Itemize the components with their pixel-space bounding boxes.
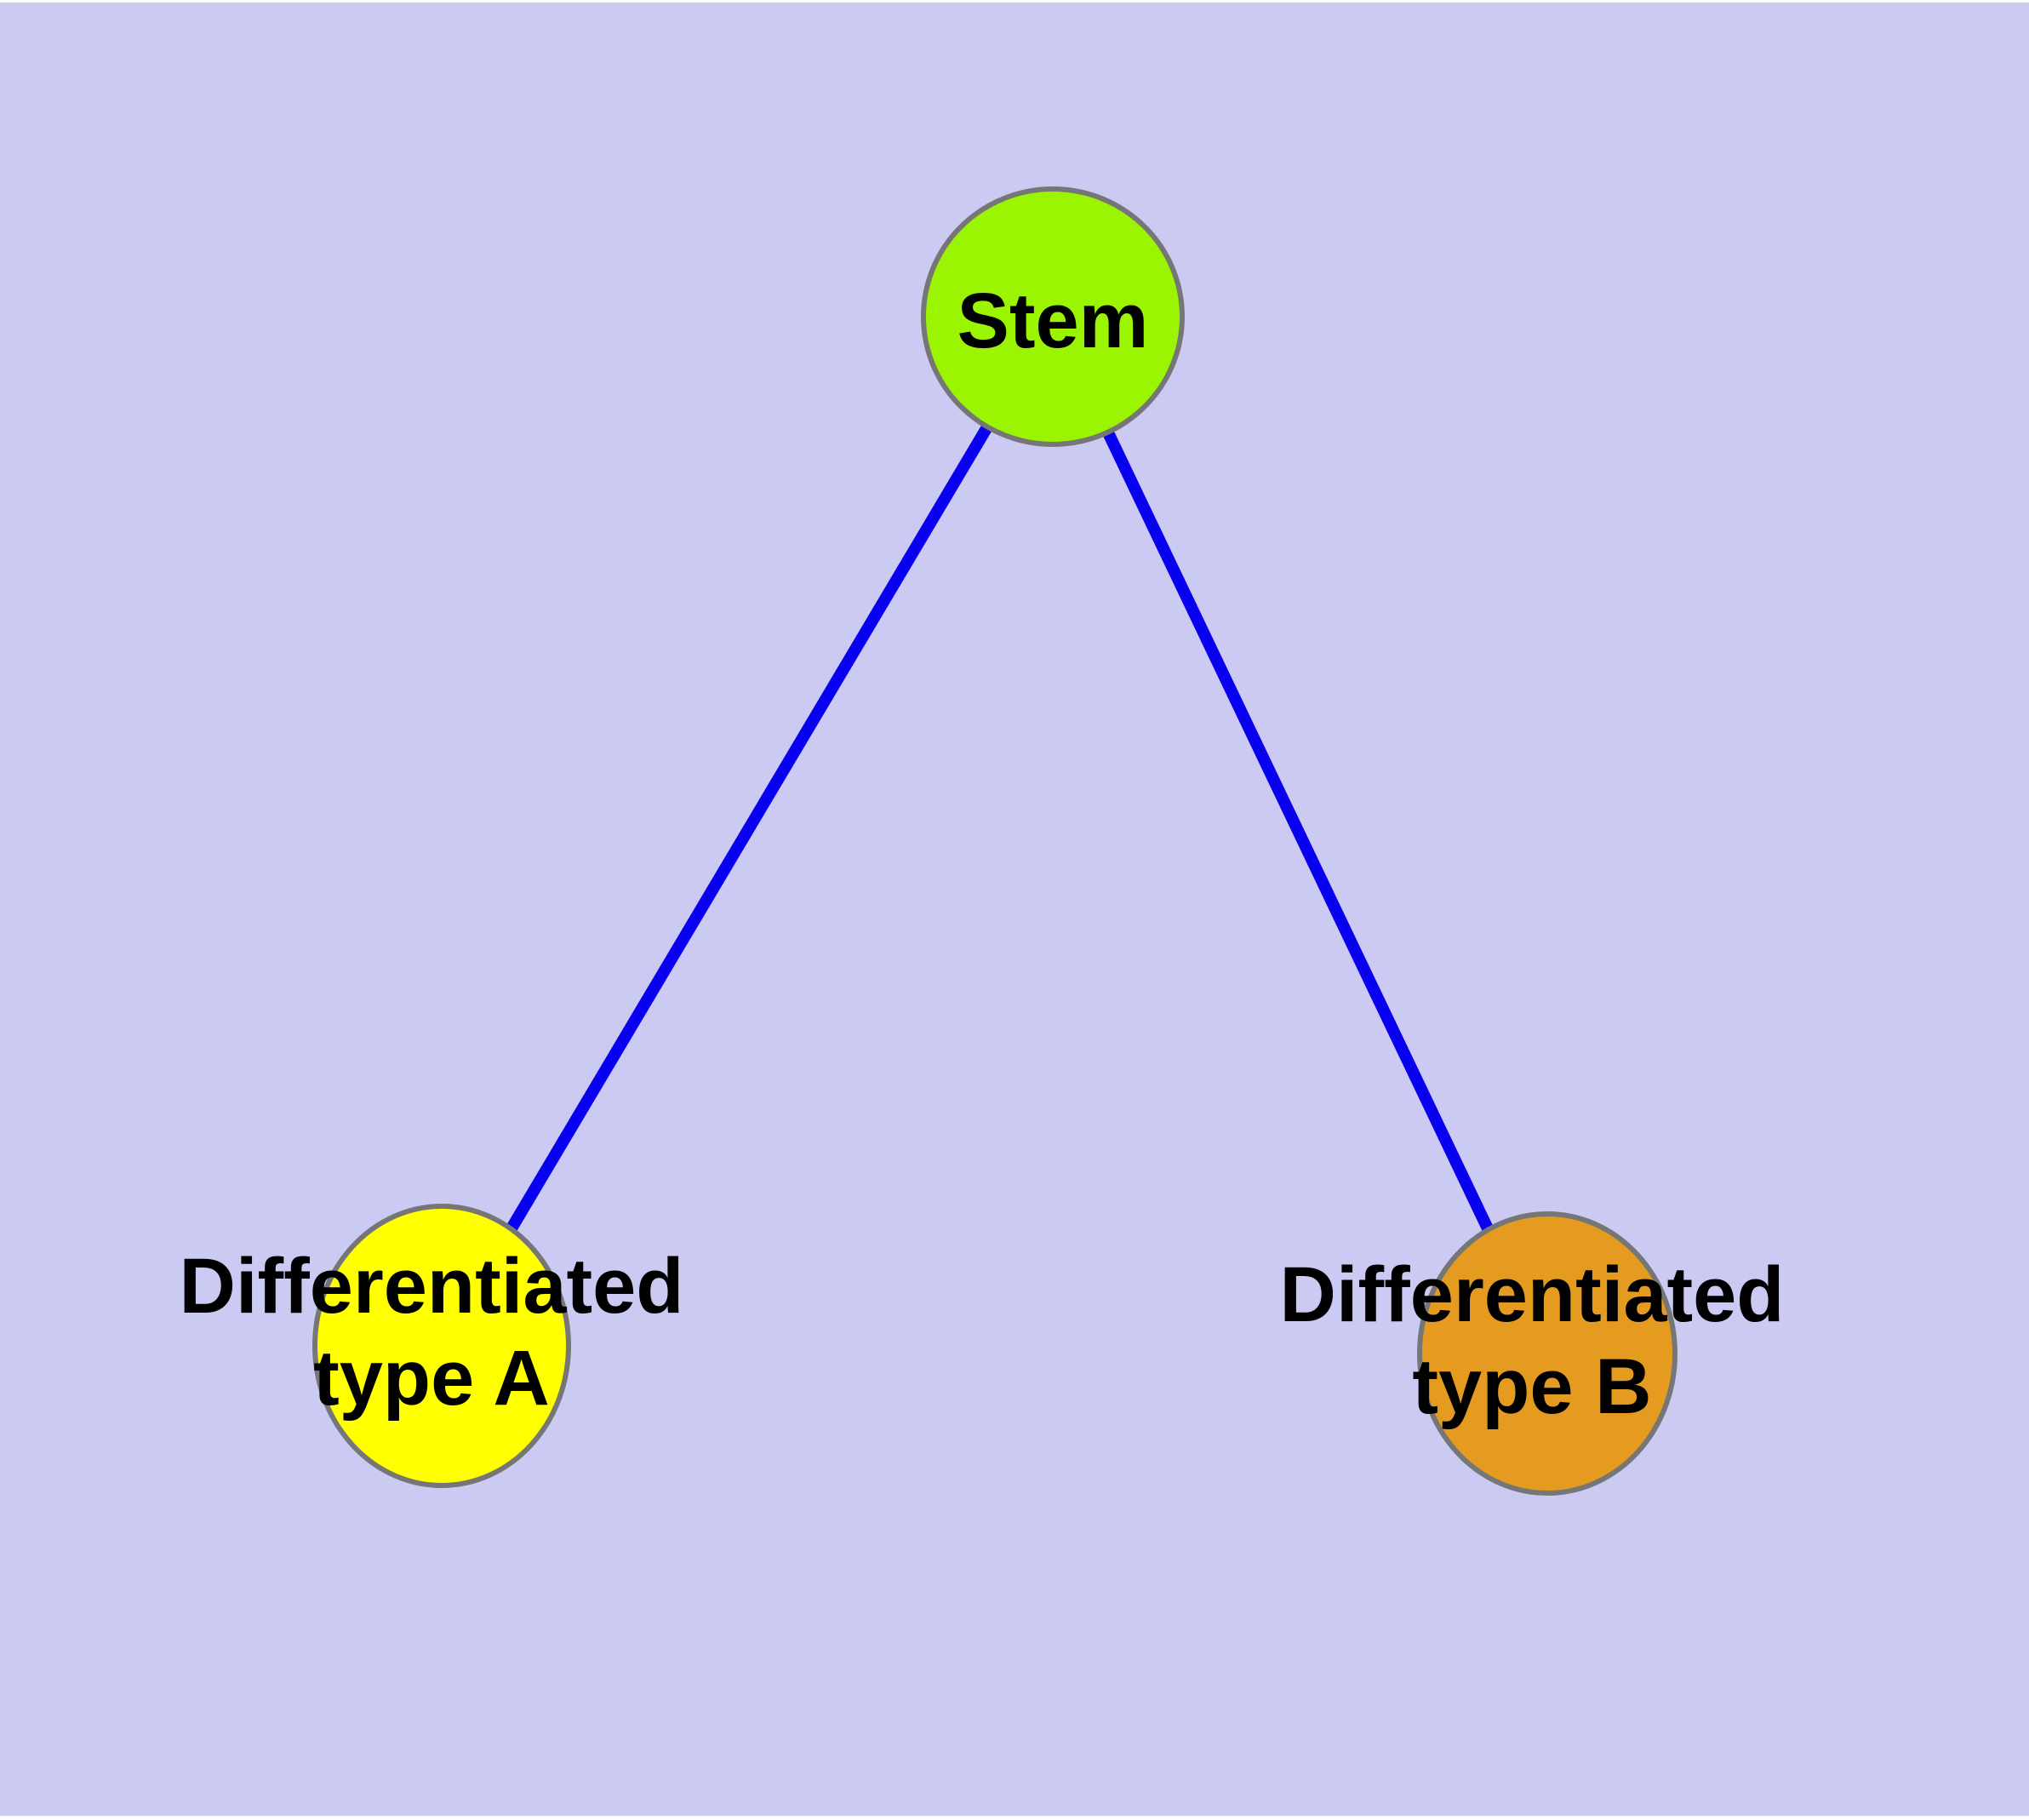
node-differentiated-type-a-label: Differentiated type A <box>179 1243 684 1422</box>
edge-stem-to-type-a <box>436 313 1059 1349</box>
edge-stem-to-type-b <box>1047 313 1553 1357</box>
node-stem[interactable] <box>921 186 1185 447</box>
node-stem-label: Stem <box>957 278 1149 364</box>
node-differentiated-type-b[interactable] <box>1417 1211 1677 1496</box>
node-differentiated-type-a[interactable] <box>312 1204 571 1488</box>
node-differentiated-type-b-label: Differentiated type B <box>1279 1251 1785 1430</box>
window-edge-bottom <box>0 1816 2029 1820</box>
window-edge-top <box>0 0 2029 3</box>
